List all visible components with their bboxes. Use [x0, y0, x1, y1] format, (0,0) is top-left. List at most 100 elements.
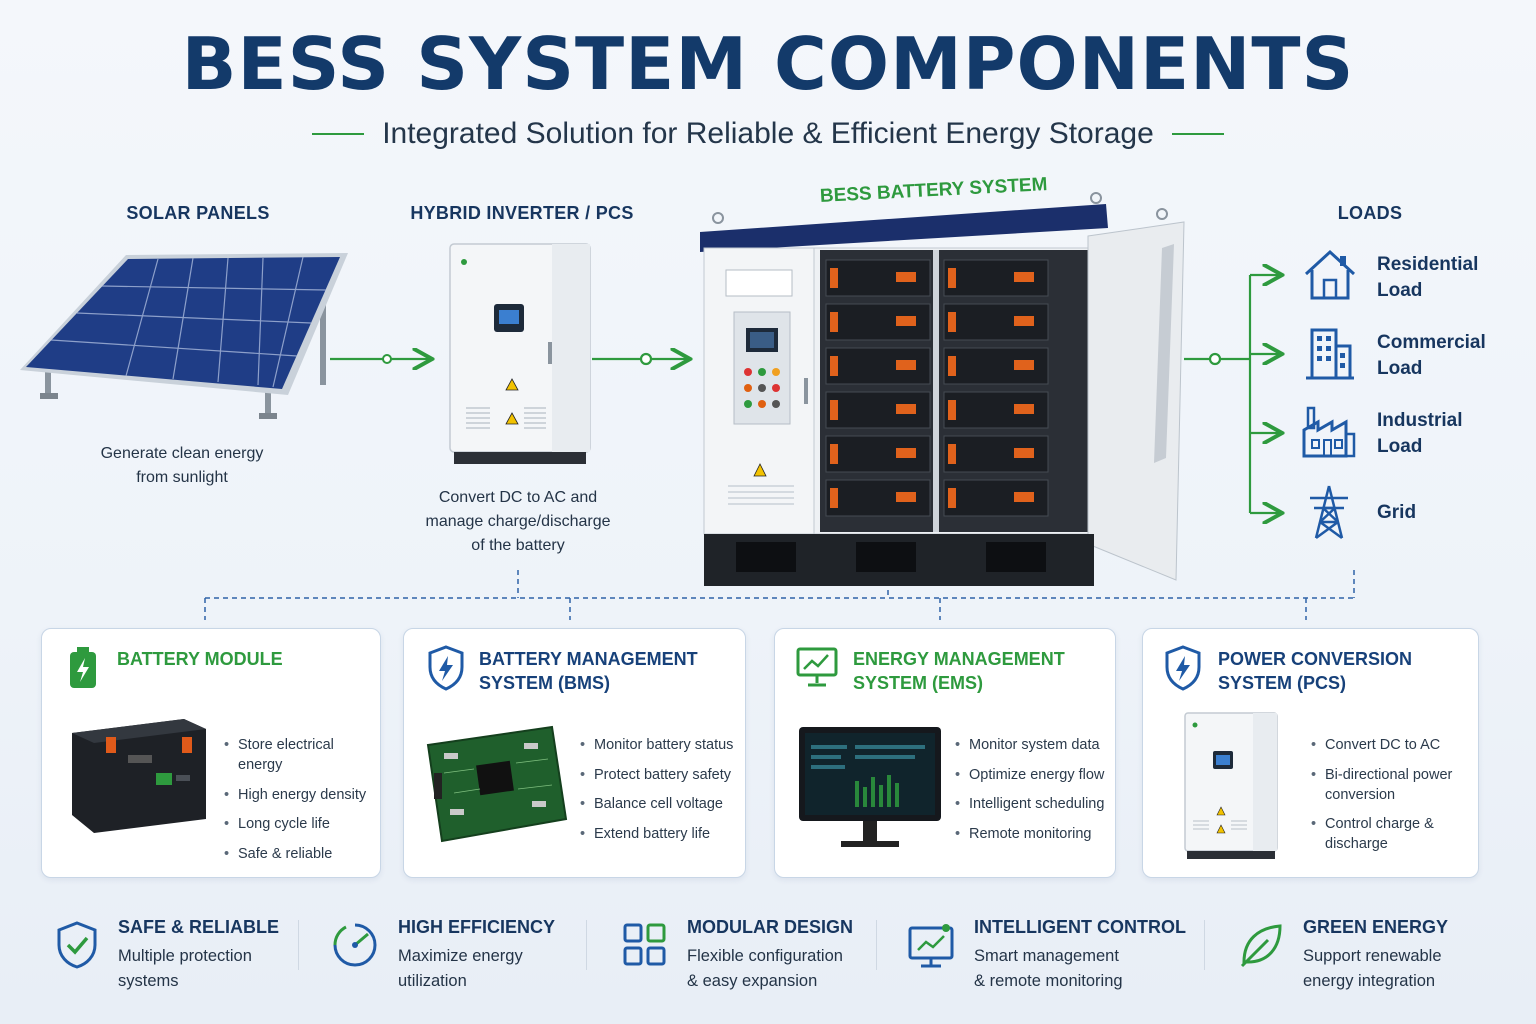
- inverter-side: [552, 244, 590, 452]
- feature-separator: [586, 920, 587, 970]
- inverter-description-line: of the battery: [471, 537, 565, 554]
- monitor-chart-icon: [796, 647, 838, 687]
- bullet-item: Convert DC to AC: [1311, 735, 1471, 755]
- solar-panels-label: SOLAR PANELS: [126, 203, 270, 223]
- connector-node: [382, 354, 392, 364]
- card-bullets: Monitor system data Optimize energy flow…: [955, 735, 1111, 853]
- inverter-description: Convert DC to AC and manage charge/disch…: [400, 486, 636, 558]
- card-title-line: POWER CONVERSION: [1218, 649, 1413, 669]
- bullet-item: Bi-directional power conversion: [1311, 765, 1471, 805]
- inverter-description-line: manage charge/discharge: [425, 513, 611, 530]
- office-building-icon: [1306, 328, 1354, 380]
- bess-screen: [750, 332, 774, 348]
- feature-subtitle-line: utilization: [398, 972, 467, 990]
- feature-intelligent-control: INTELLIGENT CONTROL Smart management & r…: [974, 917, 1194, 994]
- card-title: BATTERY MANAGEMENT SYSTEM (BMS): [479, 647, 698, 695]
- factory-icon: [1302, 406, 1356, 458]
- solar-description: Generate clean energy from sunlight: [72, 442, 292, 490]
- page-subtitle: Integrated Solution for Reliable & Effic…: [382, 117, 1154, 150]
- battery-handle: [948, 488, 956, 508]
- inverter-handle: [548, 342, 552, 364]
- feature-separator: [1204, 920, 1205, 970]
- control-door-vents: [728, 485, 794, 505]
- load-grid: Grid: [1377, 500, 1416, 526]
- lifting-eye: [1156, 208, 1168, 220]
- feature-subtitle: Smart management & remote monitoring: [974, 944, 1194, 994]
- shield-check-icon: [57, 921, 97, 969]
- card-title-line: ENERGY MANAGEMENT: [853, 649, 1065, 669]
- battery-terminal: [1014, 316, 1034, 326]
- battery-handle: [830, 400, 838, 420]
- card-bullets: Convert DC to AC Bi-directional power co…: [1311, 735, 1471, 864]
- card-title-line: SYSTEM (BMS): [479, 673, 611, 693]
- panel-foot: [259, 413, 277, 419]
- battery-terminal: [896, 492, 916, 502]
- battery-terminal: [1014, 360, 1034, 370]
- transmission-tower-icon: [1310, 485, 1348, 540]
- feature-subtitle-line: Flexible configuration: [687, 947, 843, 965]
- card-ems: ENERGY MANAGEMENT SYSTEM (EMS) Monitor s…: [774, 628, 1116, 878]
- feature-subtitle-line: & easy expansion: [687, 972, 818, 990]
- feature-subtitle: Flexible configuration & easy expansion: [687, 944, 873, 994]
- battery-terminal: [1014, 448, 1034, 458]
- warning-icon: [753, 463, 767, 477]
- load-label-line: Load: [1377, 280, 1423, 301]
- battery-rack-right: [943, 259, 1049, 517]
- battery-terminal: [896, 360, 916, 370]
- battery-handle: [830, 488, 838, 508]
- feature-subtitle-line: energy integration: [1303, 972, 1436, 990]
- bullet-item: High energy density: [224, 785, 374, 805]
- card-title-line: SYSTEM (EMS): [853, 673, 984, 693]
- card-title: POWER CONVERSION SYSTEM (PCS): [1218, 647, 1412, 695]
- hybrid-inverter-illustration: [449, 243, 591, 464]
- bullet-item: Balance cell voltage: [580, 794, 740, 814]
- feature-subtitle-line: systems: [118, 972, 179, 990]
- warning-icon: [505, 412, 519, 425]
- solar-description-line: from sunlight: [136, 469, 228, 486]
- warning-icon: [505, 378, 519, 391]
- subtitle-row: Integrated Solution for Reliable & Effic…: [0, 114, 1536, 154]
- load-label-line: Grid: [1377, 502, 1417, 523]
- card-pcs: POWER CONVERSION SYSTEM (PCS) Convert DC…: [1142, 628, 1479, 878]
- feature-modular-design: MODULAR DESIGN Flexible configuration & …: [687, 917, 873, 994]
- connector-node: [1208, 352, 1222, 366]
- card-title: BATTERY MODULE: [117, 647, 283, 671]
- loads-label: LOADS: [1337, 203, 1403, 223]
- bullet-item: Optimize energy flow: [955, 765, 1111, 785]
- feature-separator: [876, 920, 877, 970]
- card-title-line: BATTERY MANAGEMENT: [479, 649, 698, 669]
- forklift-slot: [986, 542, 1046, 572]
- load-commercial: Commercial Load: [1377, 330, 1486, 382]
- load-industrial: Industrial Load: [1377, 408, 1463, 460]
- feature-subtitle: Maximize energy utilization: [398, 944, 578, 994]
- card-title-line: BATTERY MODULE: [117, 649, 283, 669]
- cabinet-roof: [700, 204, 1108, 252]
- bms-circuit-board-illustration: [426, 725, 568, 843]
- ems-monitor-illustration: [799, 727, 941, 847]
- house-icon: [1304, 249, 1356, 300]
- card-bullets: Store electrical energy High energy dens…: [224, 735, 374, 873]
- connector-node: [639, 352, 653, 366]
- feature-title: INTELLIGENT CONTROL: [974, 917, 1186, 937]
- bess-cabinet-illustration: [700, 192, 1185, 586]
- forklift-slot: [736, 542, 796, 572]
- solar-panel-illustration: [20, 253, 348, 419]
- bullet-item: Store electrical energy: [224, 735, 374, 775]
- load-residential: Residential Load: [1377, 252, 1478, 304]
- battery-handle: [948, 268, 956, 288]
- inverter-screen: [499, 310, 519, 324]
- solar-description-line: Generate clean energy: [100, 445, 264, 462]
- card-title: ENERGY MANAGEMENT SYSTEM (EMS): [853, 647, 1065, 695]
- feature-separator: [298, 920, 299, 970]
- battery-handle: [948, 444, 956, 464]
- feature-title: HIGH EFFICIENCY: [398, 917, 556, 937]
- bullet-item: Monitor battery status: [580, 735, 740, 755]
- battery-terminal: [1014, 404, 1034, 414]
- card-bms: BATTERY MANAGEMENT SYSTEM (BMS) Monitor …: [403, 628, 746, 878]
- card-battery-module: BATTERY MODULE Store electrical energy H…: [41, 628, 381, 878]
- load-label-line: Residential: [1377, 254, 1479, 275]
- battery-terminal: [1014, 492, 1034, 502]
- battery-terminal: [896, 316, 916, 326]
- battery-handle: [948, 400, 956, 420]
- feature-title: MODULAR DESIGN: [687, 917, 853, 937]
